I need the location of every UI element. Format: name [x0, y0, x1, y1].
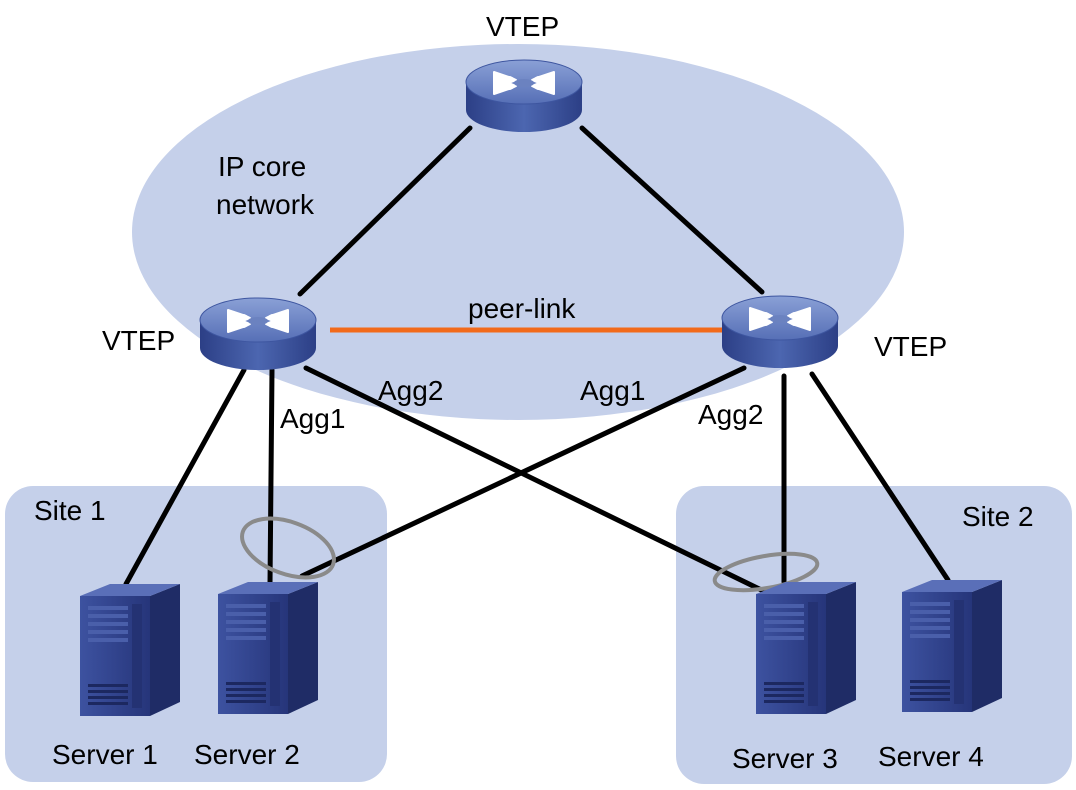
server-icon	[902, 580, 1002, 712]
server3-label: Server 3	[732, 743, 838, 774]
ip-core-label-line1: IP core	[218, 151, 306, 182]
agg-ring-site1	[240, 516, 336, 580]
server2-label: Server 2	[194, 739, 300, 770]
switch-icon	[465, 59, 583, 133]
link-right-server4	[809, 371, 951, 583]
link-top-right	[579, 125, 765, 295]
server-icon	[218, 582, 318, 714]
site2-label: Site 2	[962, 501, 1034, 532]
vtep-top-label: VTEP	[486, 11, 559, 42]
server1-label: Server 1	[52, 739, 158, 770]
link-left-server2-agg1	[267, 367, 275, 587]
ip-core-network-cloud	[132, 44, 904, 420]
switch-icon	[721, 295, 839, 369]
link-top-left	[297, 125, 473, 297]
server-icon	[756, 582, 856, 714]
site1-label: Site 1	[34, 495, 106, 526]
site1-box	[5, 486, 387, 782]
vtep-right-label: VTEP	[874, 331, 947, 362]
peer-link-label: peer-link	[468, 293, 576, 324]
link-right-server2-agg1	[299, 365, 747, 579]
server4-label: Server 4	[878, 741, 984, 772]
agg2-right-label: Agg2	[698, 399, 763, 430]
link-left-server3-agg2	[303, 365, 793, 607]
agg1-left-label: Agg1	[280, 403, 345, 434]
server-icon	[80, 584, 180, 716]
agg-ring-site2	[712, 551, 820, 593]
vtep-left-label: VTEP	[102, 325, 175, 356]
agg1-right-label: Agg1	[580, 375, 645, 406]
ip-core-label-line2: network	[216, 189, 315, 220]
agg2-left-label: Agg2	[378, 375, 443, 406]
link-left-server1	[123, 367, 247, 587]
switch-icon	[199, 297, 317, 371]
